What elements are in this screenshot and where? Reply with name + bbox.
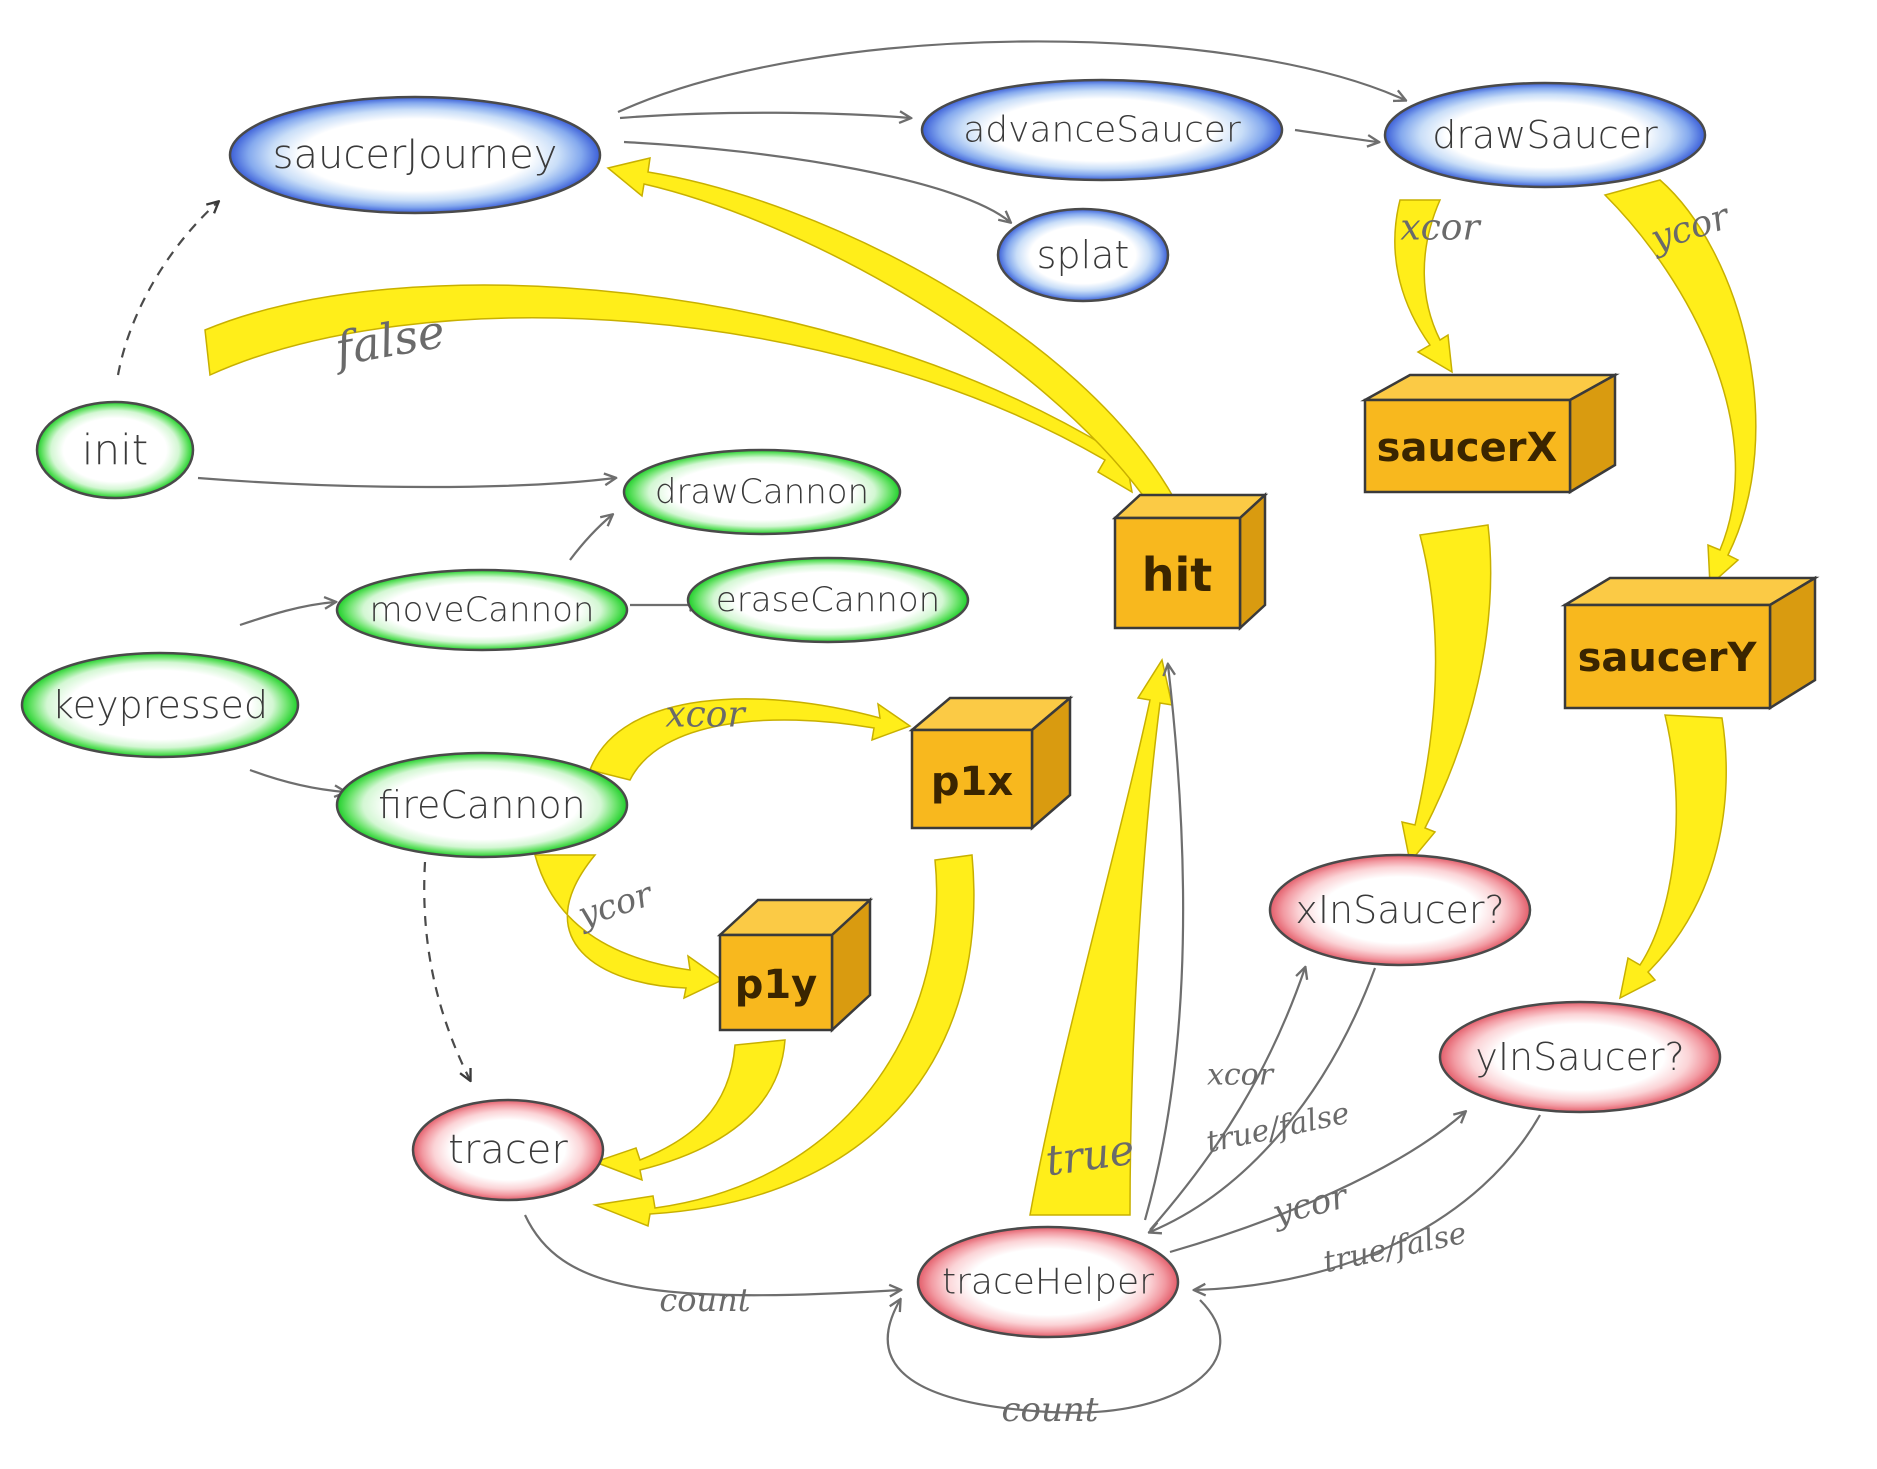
arrow-saucerJourney-to-splat	[623, 140, 1010, 222]
arrow-tracer-to-traceHelper	[524, 1214, 900, 1295]
edge-label-xcor-drawSaucer: xcor	[1400, 208, 1481, 249]
node-init[interactable]: init	[35, 400, 195, 500]
node-tracer[interactable]: tracer	[411, 1098, 605, 1202]
node-moveCannon[interactable]: moveCannon	[335, 568, 629, 652]
node-label-advanceSaucer: advanceSaucer	[963, 110, 1241, 151]
arrow-fireCannon-to-tracer-dashed	[423, 861, 470, 1080]
variable-box-saucerY[interactable]: saucerY	[1560, 575, 1820, 711]
node-label-drawCannon: drawCannon	[655, 472, 869, 512]
node-label-yInSaucer: yInSaucer?	[1475, 1035, 1684, 1079]
edge-label-count-tracer: count	[659, 1281, 750, 1319]
flow-drawSaucer-to-saucerX	[1394, 199, 1453, 374]
flow-traceHelper-to-hit	[1029, 658, 1173, 1216]
flow-hit-to-saucerJourney	[606, 157, 1177, 506]
variable-label-p1y: p1y	[735, 962, 818, 1008]
flow-saucerY-to-yInSaucer	[1618, 714, 1727, 1000]
node-drawCannon[interactable]: drawCannon	[622, 448, 902, 536]
node-label-traceHelper: traceHelper	[942, 1262, 1154, 1303]
edge-label-xcor-fireCannon: xcor	[665, 695, 746, 736]
arrow-keypressed-to-moveCannon	[239, 602, 335, 627]
edge-label-ycor-fireCannon: ycor	[571, 874, 658, 936]
arrow-xInSaucer-to-traceHelper	[1150, 967, 1377, 1232]
node-fireCannon[interactable]: fireCannon	[335, 751, 629, 859]
node-label-splat: splat	[1037, 233, 1130, 277]
arrow-init-to-drawCannon	[197, 478, 615, 489]
node-label-moveCannon: moveCannon	[370, 590, 595, 630]
variable-box-p1y[interactable]: p1y	[716, 897, 874, 1033]
arrow-advanceSaucer-to-drawSaucer	[1294, 128, 1378, 142]
flow-fireCannon-to-p1y	[534, 854, 724, 1000]
node-label-xInSaucer: xInSaucer?	[1295, 888, 1504, 932]
node-splat[interactable]: splat	[996, 207, 1170, 303]
variable-box-hit[interactable]: hit	[1111, 492, 1269, 631]
node-label-eraseCannon: eraseCannon	[716, 580, 940, 620]
flow-drawSaucer-to-saucerY	[1603, 179, 1757, 587]
edge-label-truefalse-y: true/false	[1320, 1216, 1469, 1280]
flow-p1y-to-tracer	[592, 1039, 786, 1182]
edge-label-ycor-traceHelper: ycor	[1267, 1176, 1353, 1234]
variable-label-p1x: p1x	[931, 759, 1013, 805]
node-label-keypressed: keypressed	[52, 683, 268, 727]
node-saucerJourney[interactable]: saucerJourney	[228, 95, 602, 215]
node-xInSaucer[interactable]: xInSaucer?	[1268, 853, 1532, 967]
edge-label-truefalse-x: true/false	[1203, 1096, 1352, 1160]
flow-fireCannon-to-p1x	[589, 698, 912, 781]
variable-label-hit: hit	[1142, 548, 1213, 602]
node-keypressed[interactable]: keypressed	[20, 651, 300, 759]
flow-saucerX-to-xInSaucer	[1401, 524, 1492, 864]
yellow-flows	[204, 157, 1757, 1228]
arrow-moveCannon-to-drawCannon	[569, 515, 612, 561]
edge-label-xcor-traceHelper: xcor	[1207, 1058, 1275, 1093]
node-traceHelper[interactable]: traceHelper	[916, 1225, 1180, 1339]
variable-label-saucerY: saucerY	[1578, 635, 1758, 681]
variable-box-saucerX[interactable]: saucerX	[1360, 372, 1620, 495]
edge-label-true: true	[1043, 1125, 1138, 1186]
node-drawSaucer[interactable]: drawSaucer	[1383, 81, 1707, 189]
node-advanceSaucer[interactable]: advanceSaucer	[920, 78, 1284, 182]
flow-p1x-to-tracer	[592, 854, 975, 1228]
variable-label-saucerX: saucerX	[1377, 425, 1558, 471]
arrow-traceHelper-to-yInSaucer	[1169, 1112, 1465, 1254]
arrow-yInSaucer-to-traceHelper	[1195, 1114, 1541, 1290]
node-label-fireCannon: fireCannon	[378, 783, 585, 827]
arrow-traceHelper-to-xInSaucer	[1149, 968, 1305, 1231]
arrow-saucerJourney-to-advanceSaucer	[619, 113, 910, 118]
arrow-keypressed-to-fireCannon	[249, 768, 345, 792]
edge-label-count-loop: count	[1002, 1390, 1099, 1430]
thin-arrows	[116, 40, 1541, 1414]
node-label-init: init	[82, 426, 148, 475]
node-label-tracer: tracer	[448, 1127, 568, 1173]
node-eraseCannon[interactable]: eraseCannon	[686, 556, 970, 644]
arrow-traceHelper-to-hit-line	[1143, 665, 1185, 1221]
variable-box-p1x[interactable]: p1x	[908, 695, 1074, 831]
node-yInSaucer[interactable]: yInSaucer?	[1438, 1000, 1722, 1114]
node-label-drawSaucer: drawSaucer	[1432, 113, 1658, 157]
node-label-saucerJourney: saucerJourney	[273, 132, 558, 178]
arrow-saucerJourney-to-drawSaucer	[617, 40, 1405, 114]
arrow-init-to-saucerJourney-dashed	[116, 202, 218, 376]
arrow-traceHelper-self-loop	[886, 1300, 1222, 1414]
